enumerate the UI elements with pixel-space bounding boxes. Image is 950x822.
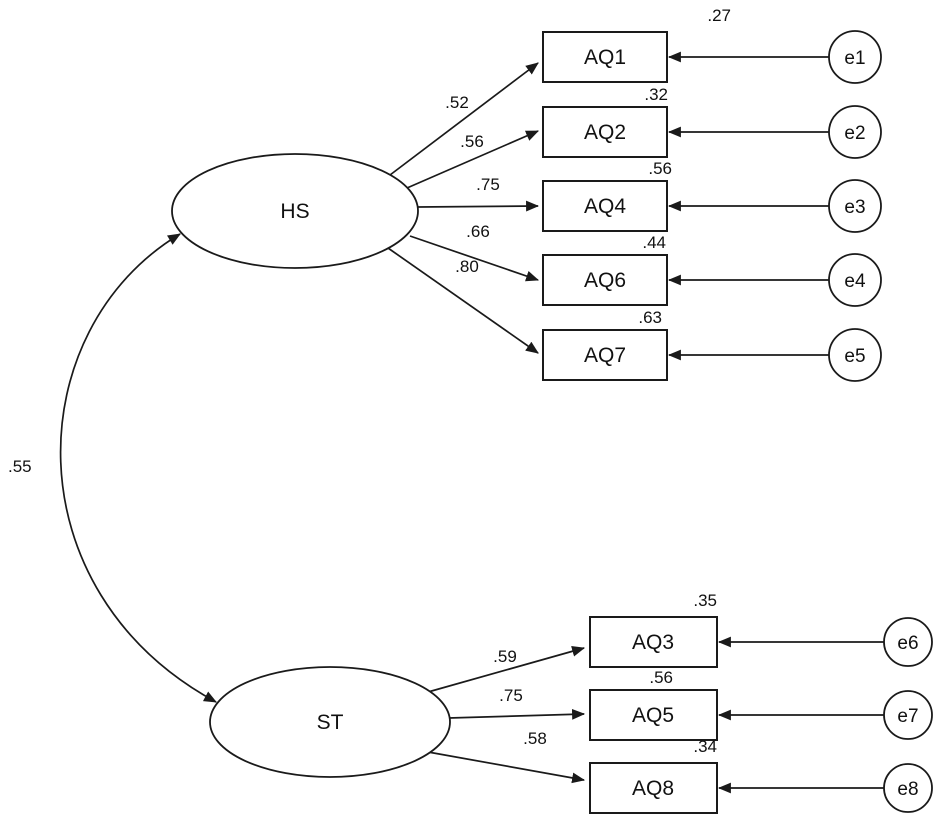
loading-value-aq5: .75 [499,686,523,705]
r2-value-aq8: .34 [693,737,717,756]
observed-box-aq3 [589,616,718,668]
latent-ellipse-st [209,666,451,778]
observed-label-aq4: AQ4 [584,195,626,218]
observed-box-aq4 [542,180,668,232]
error-circle-e5 [828,328,882,382]
r2-value-aq5: .56 [649,668,673,687]
latent-label-hs: HS [280,200,309,223]
latent-hs: HS [171,153,419,269]
observed-label-aq2: AQ2 [584,121,626,144]
error-circle-e6 [883,617,933,667]
error-circle-e2 [828,105,882,159]
r2-value-aq1: .27 [707,6,731,25]
loading-value-aq2: .56 [460,132,484,151]
error-label-e3: e3 [844,197,865,218]
observed-box-aq5 [589,689,718,741]
covariance-value: .55 [8,457,32,476]
r2-value-aq3: .35 [693,591,717,610]
error-label-e2: e2 [844,123,865,144]
error-label-e6: e6 [897,633,918,654]
indicator-aq2: AQ2 .56 .32 e2 [460,85,882,159]
covariance-arrow [59,233,217,703]
error-circle-e7 [883,690,933,740]
loading-value-aq1: .52 [445,93,469,112]
observed-box-aq8 [589,762,718,814]
observed-label-aq1: AQ1 [584,46,626,69]
latent-st: ST [209,666,451,778]
observed-box-aq2 [542,106,668,158]
error-circle-e8 [883,763,933,813]
loading-arrow-aq4 [417,200,540,212]
r2-value-aq4: .56 [648,159,672,178]
loading-value-aq4: .75 [476,175,500,194]
indicator-aq4: AQ4 .75 .56 e3 [476,159,882,233]
r2-value-aq7: .63 [638,308,662,327]
indicator-aq3: AQ3 .59 .35 e6 [493,591,933,668]
loading-arrow-aq3 [427,646,586,693]
indicator-aq6: AQ6 .66 .44 e4 [466,222,882,307]
indicator-aq8: AQ8 .58 .34 e8 [523,729,933,814]
error-label-e8: e8 [897,779,918,800]
observed-label-aq6: AQ6 [584,269,626,292]
loading-arrow-aq1 [389,62,539,176]
loading-arrow-aq6 [409,235,540,282]
latent-label-st: ST [317,711,344,734]
r2-value-aq2: .32 [644,85,668,104]
observed-label-aq3: AQ3 [632,631,674,654]
loading-value-aq7: .80 [455,257,479,276]
covariance-hs-st: .55 [8,233,217,703]
indicator-aq5: AQ5 .75 .56 e7 [499,668,933,741]
indicator-aq1: AQ1 .52 .27 e1 [445,6,882,112]
error-label-e4: e4 [844,271,866,292]
loading-arrow-aq7 [387,247,539,354]
loading-arrow-aq8 [427,751,586,784]
observed-label-aq7: AQ7 [584,344,626,367]
loading-value-aq8: .58 [523,729,547,748]
error-label-e7: e7 [897,706,918,727]
error-circle-e1 [828,30,882,84]
indicator-aq7: AQ7 .80 .63 e5 [455,257,882,382]
r2-value-aq6: .44 [642,233,666,252]
loading-arrow-aq2 [406,130,539,189]
observed-box-aq7 [542,329,668,381]
loading-value-aq6: .66 [466,222,490,241]
error-label-e5: e5 [844,346,865,367]
loading-value-aq3: .59 [493,647,517,666]
error-label-e1: e1 [844,48,865,69]
observed-box-aq6 [542,254,668,306]
loading-arrow-aq5 [448,708,586,720]
error-circle-e4 [828,253,882,307]
observed-label-aq5: AQ5 [632,704,674,727]
observed-box-aq1 [542,31,668,83]
observed-label-aq8: AQ8 [632,777,674,800]
error-circle-e3 [828,179,882,233]
latent-ellipse-hs [171,153,419,269]
